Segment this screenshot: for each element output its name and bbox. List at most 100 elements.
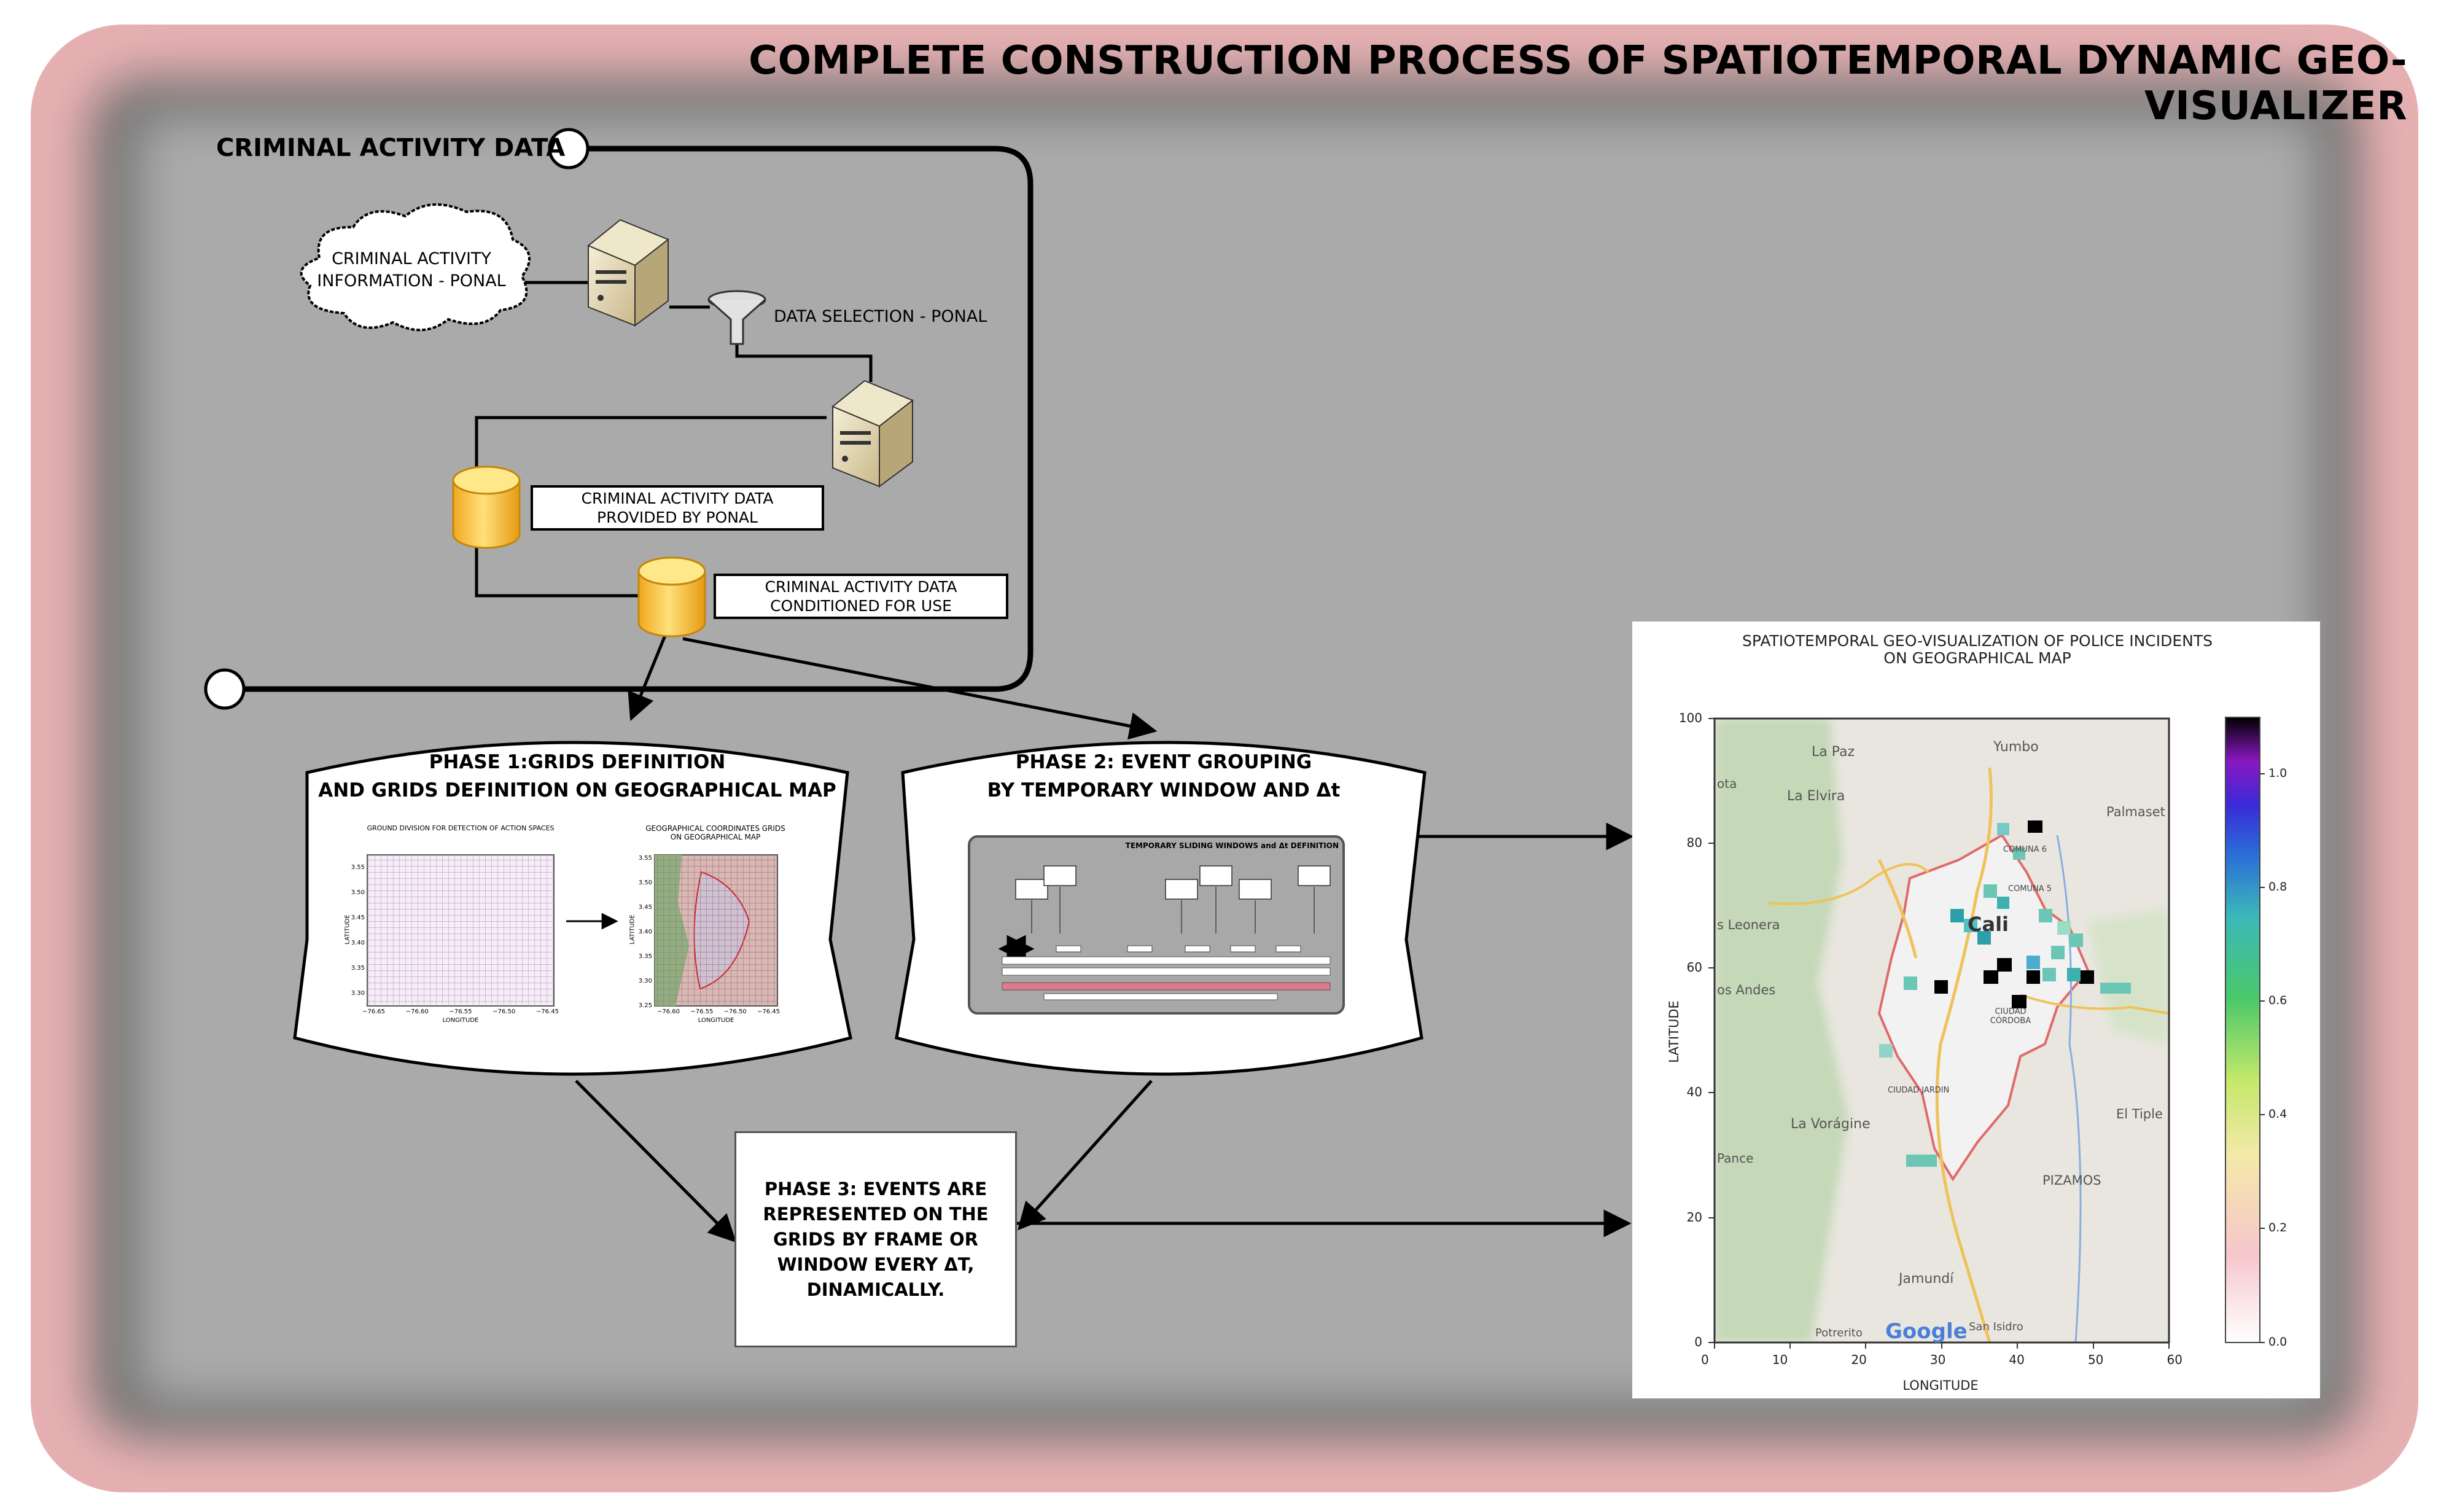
phase1-left-plot-title: GROUND DIVISION FOR DETECTION OF ACTION … <box>367 824 555 832</box>
phase2-panel-title: TEMPORARY SLIDING WINDOWS and Δt DEFINIT… <box>1125 841 1339 850</box>
ytick: 3.50 <box>351 889 365 896</box>
phase1-right-plot <box>654 854 778 1007</box>
place-bota: ota <box>1717 776 1737 791</box>
place-andes: os Andes <box>1717 983 1776 997</box>
map-title-line2: ON GEOGRAPHICAL MAP <box>1883 649 2071 667</box>
map-title-line1: SPATIOTEMPORAL GEO-VISUALIZATION OF POLI… <box>1742 632 2213 650</box>
colorbar-tick: 0.2 <box>2268 1221 2287 1234</box>
ytick: 3.45 <box>638 904 652 911</box>
xtick: −76.65 <box>362 1008 386 1015</box>
google-logo: Google <box>1885 1319 1968 1344</box>
heat-cells <box>1879 820 2131 1167</box>
xtick: −76.45 <box>757 1008 780 1015</box>
filter-icon <box>707 290 766 345</box>
diagram-title: COMPLETE CONSTRUCTION PROCESS OF SPATIOT… <box>749 38 2407 129</box>
map-xticks: 0 10 20 30 40 50 60 <box>1701 1352 2182 1367</box>
ytick: 3.55 <box>638 855 652 862</box>
map-ylabel: LATITUDE <box>1667 1000 1681 1063</box>
phase1-title: PHASE 1:GRIDS DEFINITION AND GRIDS DEFIN… <box>307 748 847 805</box>
place-ciudad-cordoba-1: CIUDAD <box>1995 1007 2027 1016</box>
phase2-title-line1: PHASE 2: EVENT GROUPING <box>1015 751 1312 773</box>
xtick: 50 <box>2087 1352 2104 1367</box>
colorbar <box>2225 717 2260 1343</box>
place-jamundi: Jamundí <box>1899 1271 1954 1287</box>
ytick: 3.35 <box>351 965 365 972</box>
ytick: 3.30 <box>351 990 365 997</box>
xtick: −76.50 <box>723 1008 747 1015</box>
place-ciudad-jardin: CIUDAD JARDIN <box>1888 1086 1950 1095</box>
colorbar-tick: 0.0 <box>2268 1335 2287 1349</box>
place-pance: Pance <box>1717 1151 1754 1166</box>
place-palmaseca: Palmaset <box>2106 805 2165 819</box>
phase1-right-yticks: 3.55 3.50 3.45 3.40 3.35 3.30 3.25 <box>636 846 652 1018</box>
phase1-right-plot-title: GEOGRAPHICAL COORDINATES GRIDS ON GEOGRA… <box>633 824 798 841</box>
db1-label: CRIMINAL ACTIVITY DATA PROVIDED BY PONAL <box>531 485 824 531</box>
loop-start-node <box>548 128 590 170</box>
place-la-paz: La Paz <box>1812 744 1855 760</box>
ytick: 3.30 <box>638 978 652 984</box>
place-cali: Cali <box>1968 913 2009 936</box>
map-ytick-100: 100 <box>1678 711 1702 725</box>
phase2-title-line2: BY TEMPORARY WINDOW AND Δt <box>987 779 1341 801</box>
xtick: 0 <box>1701 1352 1709 1367</box>
place-pizamos: PIZAMOS <box>2042 1173 2101 1188</box>
server-1-icon <box>587 219 669 327</box>
base-map <box>1715 719 2169 1342</box>
database-1-icon <box>452 466 521 549</box>
loop-end-node <box>204 668 246 710</box>
place-potrerito: Potrerito <box>1815 1327 1863 1339</box>
map-title: SPATIOTEMPORAL GEO-VISUALIZATION OF POLI… <box>1658 633 2297 667</box>
ytick: 3.40 <box>638 929 652 935</box>
place-leonera: s Leonera <box>1717 918 1780 932</box>
phase1-right-xlabel: LONGITUDE <box>698 1017 734 1024</box>
criminal-activity-data-label: CRIMINAL ACTIVITY DATA <box>216 134 566 162</box>
ytick: 3.40 <box>351 940 365 946</box>
phase1-left-plot <box>367 854 555 1007</box>
xtick: 40 <box>2009 1352 2025 1367</box>
phase1-left-ylabel: LATITUDE <box>344 914 351 945</box>
phase1-title-line2: AND GRIDS DEFINITION ON GEOGRAPHICAL MAP <box>318 779 836 801</box>
map-ytick-0: 0 <box>1694 1335 1702 1349</box>
map-ytick-40: 40 <box>1686 1085 1702 1099</box>
place-la-voragine: La Vorágine <box>1791 1116 1871 1132</box>
map-figure <box>1632 622 2320 1398</box>
xtick: 30 <box>1929 1352 1946 1367</box>
phase2-title: PHASE 2: EVENT GROUPING BY TEMPORARY WIN… <box>903 748 1425 805</box>
colorbar-tick: 0.8 <box>2268 880 2287 894</box>
ytick: 3.25 <box>638 1002 652 1009</box>
map-ytick-20: 20 <box>1686 1210 1702 1225</box>
server-2-icon <box>831 380 914 488</box>
phase3-box: PHASE 3: EVENTS ARE REPRESENTED ON THE G… <box>734 1131 1017 1347</box>
cloud-label: CRIMINAL ACTIVITY INFORMATION - PONAL <box>317 249 506 290</box>
place-comuna6: COMUNA 6 <box>2003 845 2047 854</box>
place-san-isidro: San Isidro <box>1969 1320 2023 1333</box>
db2-label: CRIMINAL ACTIVITY DATA CONDITIONED FOR U… <box>714 574 1008 619</box>
colorbar-tick: 0.6 <box>2268 994 2287 1007</box>
filter-label: DATA SELECTION - PONAL <box>774 307 987 326</box>
phase1-right-xticks: −76.60 −76.55 −76.50 −76.45 <box>657 1008 780 1015</box>
connector-lines <box>475 281 1634 1243</box>
phase1-left-xticks: −76.65 −76.60 −76.55 −76.50 −76.45 <box>362 1008 559 1015</box>
xtick: −76.60 <box>405 1008 429 1015</box>
place-comuna5: COMUNA 5 <box>2008 884 2052 894</box>
xtick: −76.55 <box>449 1008 472 1015</box>
phase1-left-yticks: 3.55 3.50 3.45 3.40 3.35 3.30 <box>349 855 365 1006</box>
phase1-left-xlabel: LONGITUDE <box>442 1017 479 1024</box>
ytick: 3.45 <box>351 914 365 921</box>
xtick: −76.50 <box>493 1008 516 1015</box>
colorbar-tick: 0.4 <box>2268 1107 2287 1121</box>
phase1-title-line1: PHASE 1:GRIDS DEFINITION <box>429 751 726 773</box>
place-ciudad-cordoba: CIUDAD CÓRDOBA <box>1986 1007 2035 1026</box>
xtick: 20 <box>1851 1352 1867 1367</box>
xtick: −76.45 <box>535 1008 559 1015</box>
colorbar-tick: 1.0 <box>2268 766 2287 780</box>
ytick: 3.35 <box>638 953 652 960</box>
xtick: −76.60 <box>657 1008 680 1015</box>
xtick: 10 <box>1772 1352 1788 1367</box>
xtick: 60 <box>2167 1352 2182 1367</box>
map-ytick-80: 80 <box>1686 835 1702 850</box>
phase2-timeline-panel <box>968 835 1345 1015</box>
phase1-right-plot-title-2: ON GEOGRAPHICAL MAP <box>670 833 761 841</box>
place-el-tiple: El Tiple <box>2116 1107 2163 1121</box>
